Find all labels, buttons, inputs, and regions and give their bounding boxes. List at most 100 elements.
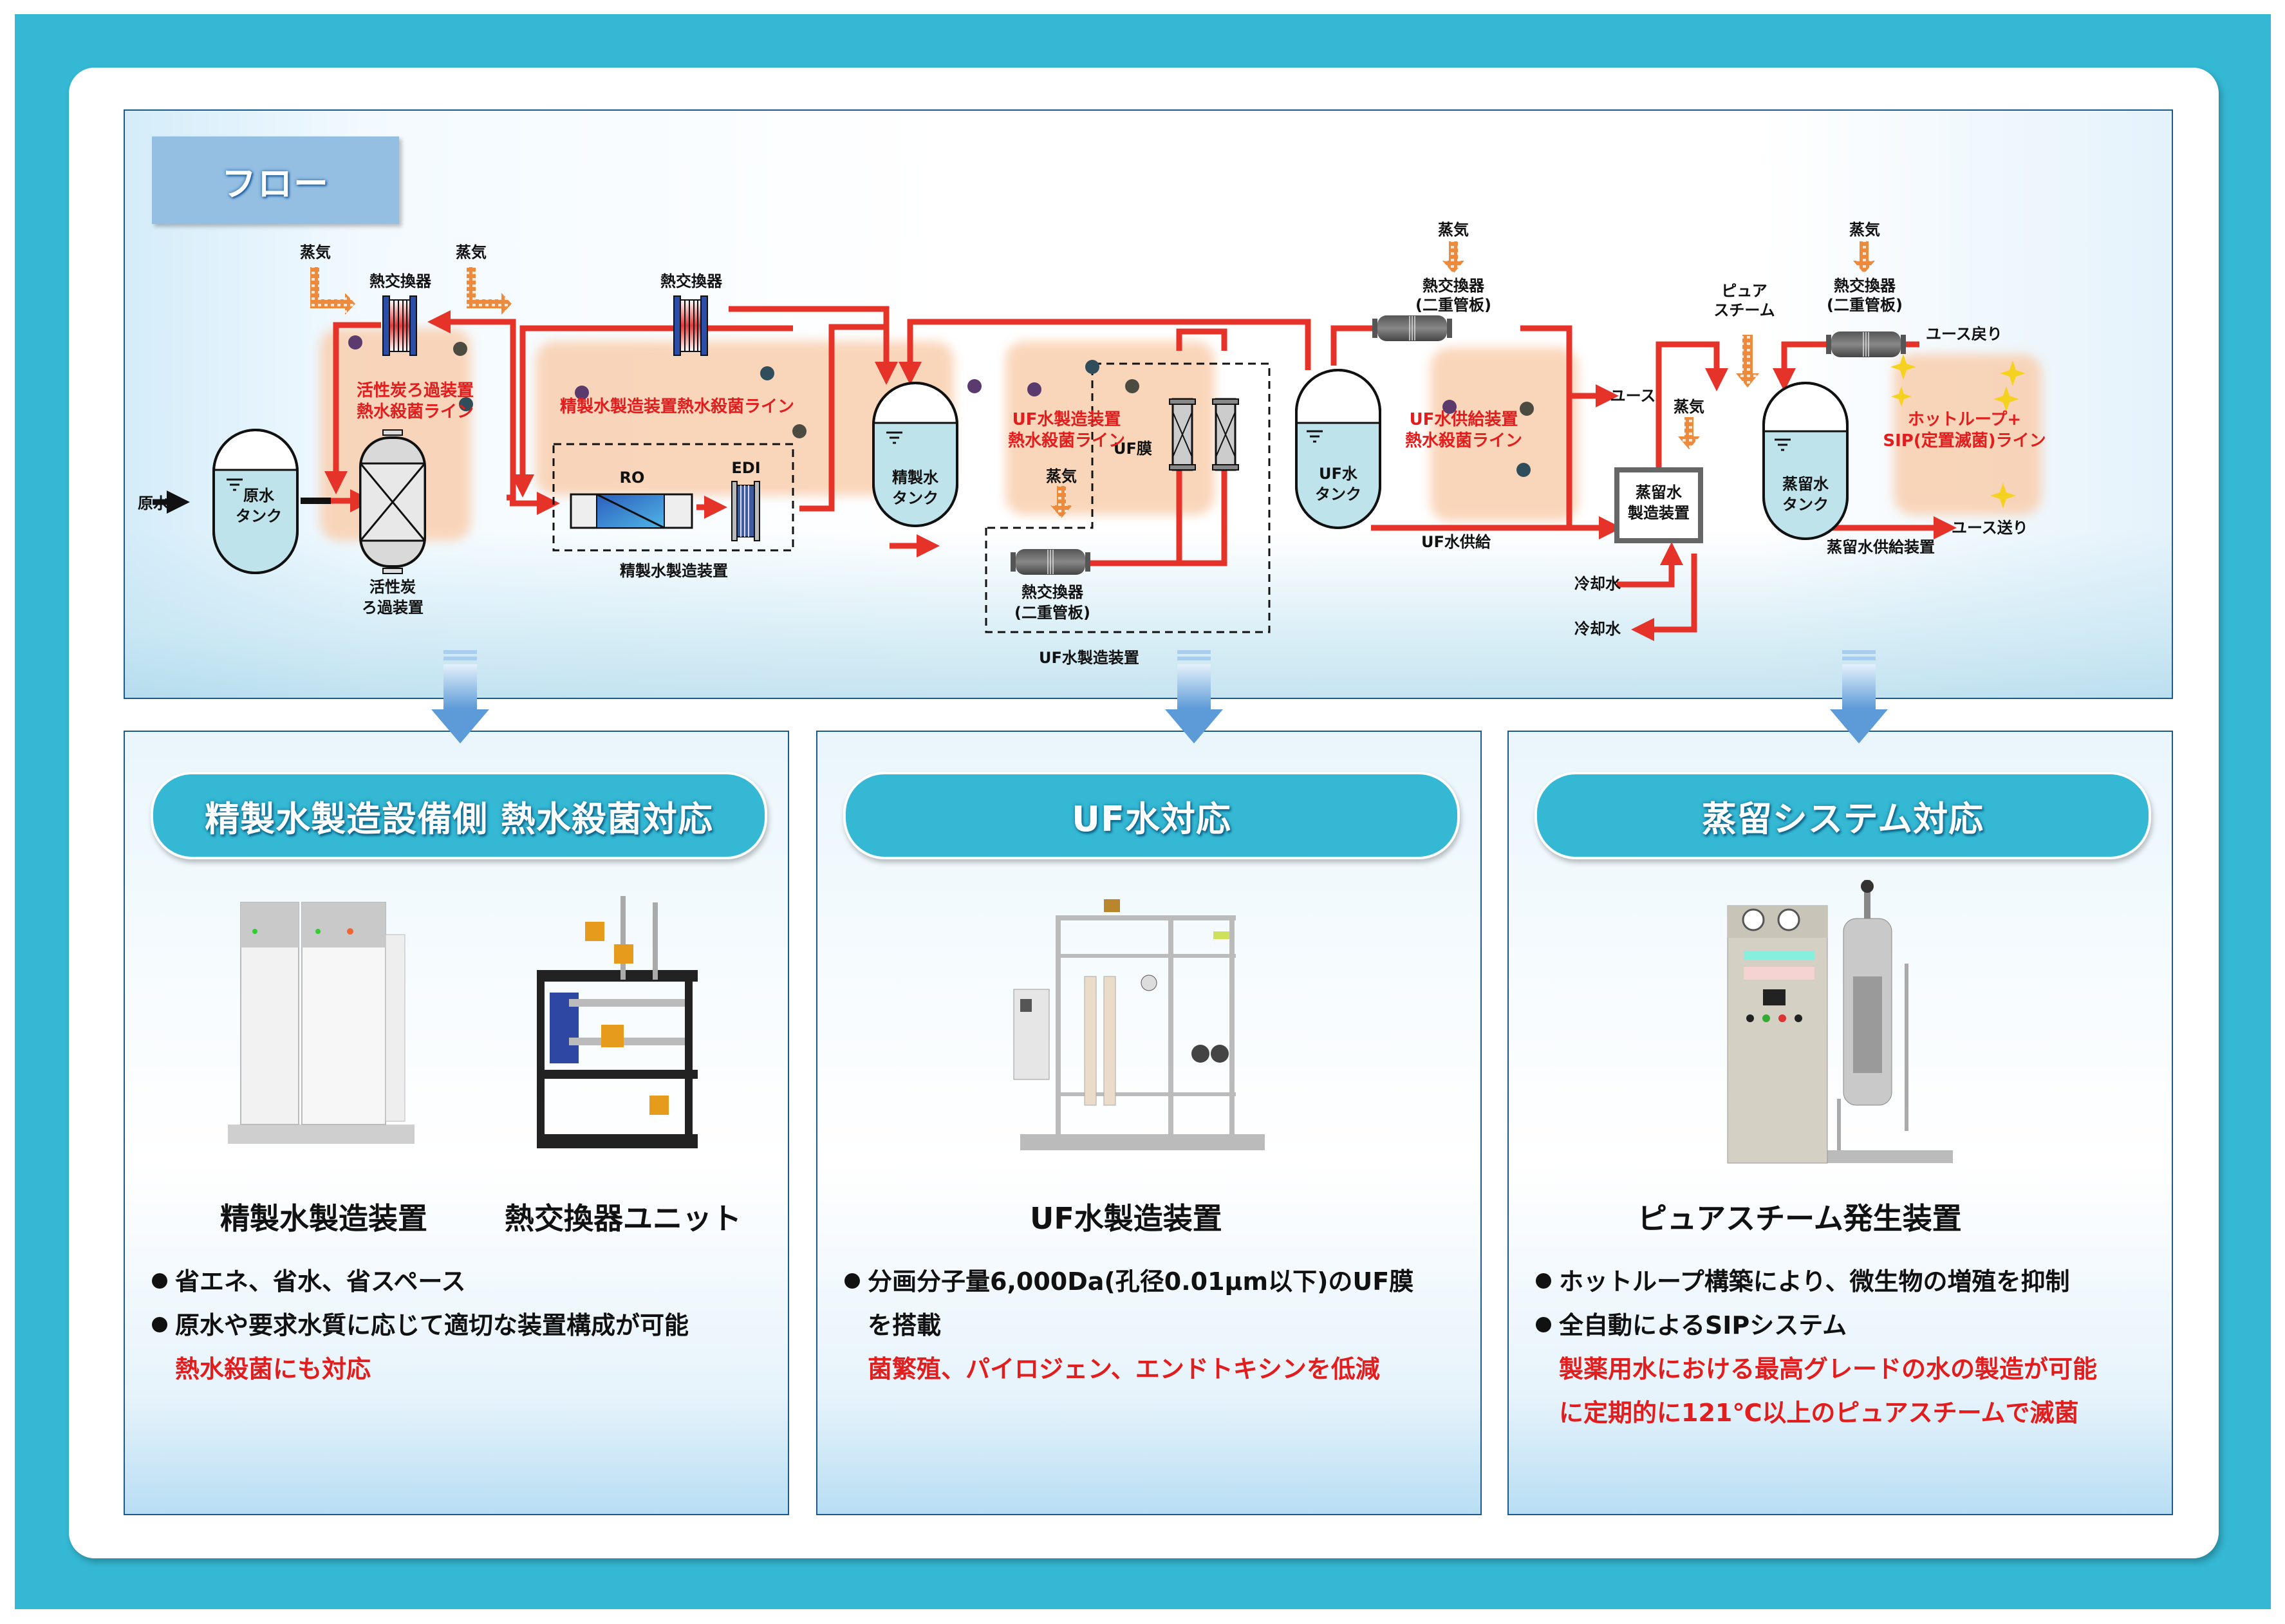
label-uf-unit: UF水製造装置 [1039, 649, 1139, 667]
zone-uf-supply [1430, 348, 1578, 521]
double-tube-heat-exchanger-hotloop [1826, 331, 1906, 357]
product-images [125, 880, 788, 1150]
label-steam-1: 蒸気 [300, 243, 331, 261]
label-hx-uf: 熱交換器 [1021, 583, 1084, 601]
double-tube-heat-exchanger-uf [1011, 549, 1090, 575]
down-arrow-1 [431, 650, 489, 743]
purified-water-tank [872, 382, 958, 527]
bullet-icon [152, 1316, 167, 1332]
purified-water-unit-image [228, 902, 415, 1144]
label-dtube-hotloop: (二重管板) [1827, 296, 1903, 314]
pipe-cooling-out [1631, 554, 1697, 641]
zone-label-hotloop-1: ホットループ+ [1908, 410, 2021, 429]
label-use-return: ユース戻り [1926, 325, 2002, 343]
feature-item: 分画分子量6,000Da(孔径0.01μm以下)のUF膜 [844, 1260, 1462, 1303]
label-hx-hotloop: 熱交換器 [1834, 277, 1896, 295]
zone-label-uf-supply-2: 熱水殺菌ライン [1405, 431, 1522, 451]
pipe-uf-hx-out [1520, 325, 1572, 528]
pipe-distiller-up [1655, 341, 1728, 499]
pipe-cooling-in [1617, 542, 1683, 588]
steam-arrow-2 [467, 267, 512, 315]
bullet-icon [1536, 1316, 1551, 1332]
product-name-pure-steam: ピュアスチーム発生装置 [1637, 1201, 1962, 1236]
zone-label-purified: 精製水製造装置熱水殺菌ライン [560, 397, 794, 416]
label-dtube-uf: (二重管板) [1014, 604, 1090, 622]
pipe-carbon-return [427, 310, 516, 501]
label-purified-tank-1: 精製水 [892, 469, 939, 487]
panel-uf-water: UF水対応 UF水製造装置 分画分子量6,000Da(孔径0.01μm以下)のU… [816, 731, 1482, 1515]
panel-title-pill: 精製水製造設備側 熱水殺菌対応 [151, 772, 767, 859]
label-distiller-1: 蒸留水 [1636, 483, 1683, 501]
feature-highlight: 菌繁殖、パイロジェン、エンドトキシンを低減 [868, 1355, 1380, 1383]
feature-item: 省エネ、省水、省スペース [152, 1260, 770, 1303]
label-hx-1: 熱交換器 [369, 272, 432, 290]
steam-arrow-uf [1050, 486, 1072, 518]
ro-membrane [570, 493, 693, 529]
label-carbon-1: 活性炭 [369, 578, 416, 596]
bacteria-icons [348, 335, 1534, 477]
zone-label-carbon-1: 活性炭ろ過装置 [357, 381, 474, 400]
bullet-icon [1536, 1273, 1551, 1289]
plate-heat-exchanger-1 [382, 295, 417, 356]
label-edi: EDI [731, 459, 760, 477]
label-steam-hotloop: 蒸気 [1849, 221, 1880, 239]
label-distilled-tank-2: タンク [1782, 496, 1829, 514]
panel-title: UF水対応 [1072, 798, 1231, 839]
zone-label-uf-1: UF水製造装置 [1012, 410, 1121, 429]
pipe-hx2-feed [729, 306, 890, 327]
product-name-purified: 精製水製造装置 [220, 1201, 427, 1236]
activated-carbon-filter [359, 429, 426, 574]
product-images [1509, 880, 2172, 1164]
label-pure-steam-2: スチーム [1713, 301, 1775, 319]
zone-label-uf-supply-1: UF水供給装置 [1410, 409, 1518, 429]
zone-purified [536, 341, 954, 496]
pipe-uf-return [899, 319, 1311, 385]
label-hx-2: 熱交換器 [660, 272, 723, 290]
label-use: ユース [1610, 387, 1656, 405]
zone-uf [1005, 341, 1215, 515]
steam-arrow-distiller [1678, 417, 1700, 449]
label-cooling-in: 冷却水 [1574, 575, 1621, 593]
feature-list: ホットループ構築により、微生物の増殖を抑制 全自動によるSIPシステム 製薬用水… [1536, 1260, 2154, 1435]
label-purified-tank-2: タンク [892, 489, 938, 507]
zone-label-carbon-2: 熱水殺菌ライン [357, 402, 474, 422]
label-uf-membrane: UF膜 [1114, 440, 1152, 458]
uf-water-unit-image [1013, 899, 1265, 1150]
steam-arrow-1 [310, 267, 355, 315]
panel-purified-water: 精製水製造設備側 熱水殺菌対応 精製水製造装置 熱交換器ユニット 省エネ、省水、… [124, 731, 789, 1515]
pipe-hx-to-uf [1025, 328, 1227, 566]
zone-label-uf-2: 熱水殺菌ライン [1008, 431, 1125, 451]
steam-arrow-hotloop [1853, 241, 1875, 274]
feature-list: 省エネ、省水、省スペース 原水や要求水質に応じて適切な装置構成が可能 熱水殺菌に… [152, 1260, 770, 1391]
distilled-water-tank [1762, 382, 1849, 540]
sterilization-labels: 活性炭ろ過装置 熱水殺菌ライン 精製水製造装置熱水殺菌ライン UF水製造装置 熱… [357, 381, 2046, 451]
purified-unit-boundary [552, 443, 794, 552]
panel-title-pill: 蒸留システム対応 [1534, 772, 2151, 859]
feature-list: 分画分子量6,000Da(孔径0.01μm以下)のUF膜 を搭載 菌繁殖、パイロ… [844, 1260, 1462, 1391]
feature-item: 全自動によるSIPシステム [1536, 1303, 2154, 1347]
label-cooling-out: 冷却水 [1574, 620, 1621, 638]
zone-label-hotloop-2: SIP(定置滅菌)ライン [1883, 431, 2046, 451]
label-steam-uf-supply: 蒸気 [1438, 221, 1469, 239]
panel-title: 蒸留システム対応 [1701, 798, 1984, 839]
product-name-uf: UF水製造装置 [1030, 1201, 1222, 1236]
feature-item: ホットループ構築により、微生物の増殖を抑制 [1536, 1260, 2154, 1303]
panel-title: 精製水製造設備側 熱水殺菌対応 [205, 798, 713, 839]
uf-water-tank [1295, 369, 1381, 529]
label-raw-tank-1: 原水 [243, 487, 275, 505]
flow-tag-label: フロー [221, 163, 330, 204]
uf-membrane-1 [1169, 398, 1196, 471]
product-images [817, 880, 1480, 1150]
pipe-uf-supply-loop [1330, 325, 1377, 366]
feature-highlight: 製薬用水における最高グレードの水の製造が可能 [1559, 1355, 2098, 1383]
label-use-send: ユース送り [1952, 519, 2028, 537]
panel-distillation: 蒸留システム対応 ピュアスチーム発生装置 ホットループ構築により、微生物の増殖を… [1507, 731, 2173, 1515]
label-steam-distiller: 蒸気 [1674, 398, 1704, 416]
product-name-hx-unit: 熱交換器ユニット [505, 1201, 741, 1236]
uf-membrane-2 [1212, 398, 1239, 471]
feature-highlight: 熱水殺菌にも対応 [175, 1355, 371, 1383]
bullet-icon [152, 1273, 167, 1289]
feature-highlight: に定期的に121℃以上のピュアスチームで滅菌 [1559, 1399, 2079, 1427]
plate-heat-exchanger-2 [673, 295, 708, 356]
pipes [324, 306, 1957, 641]
